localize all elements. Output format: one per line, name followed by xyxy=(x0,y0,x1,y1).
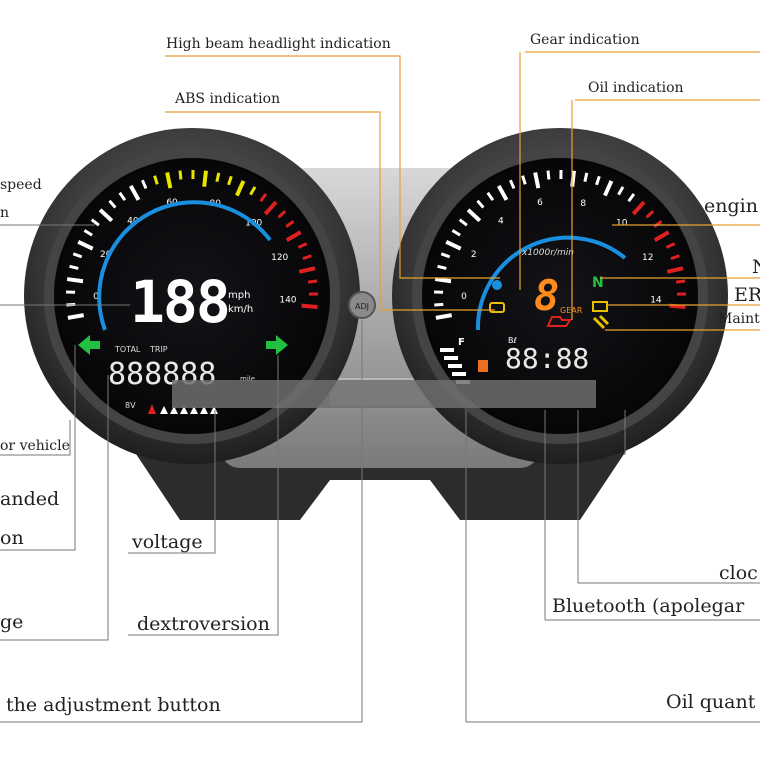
rpm-unit: x1000r/min xyxy=(521,248,574,258)
dial-tick xyxy=(435,279,451,281)
oil-label-callout: Oil indication xyxy=(588,80,684,96)
high-beam-icon xyxy=(492,280,502,290)
bluetooth-label: Bluetooth (apolegar xyxy=(552,595,744,617)
neutral-label: N xyxy=(752,256,760,278)
dial-scale-label: 140 xyxy=(279,295,296,305)
high-beam-label: High beam headlight indication xyxy=(166,36,391,52)
dial-tick xyxy=(68,315,84,318)
clock-label: cloc xyxy=(719,562,758,584)
dial-scale-label: 2 xyxy=(471,250,477,260)
dextroversion-label: dextroversion xyxy=(137,613,270,635)
dial-tick xyxy=(217,173,219,182)
dial-scale-label: 8 xyxy=(580,199,586,209)
dial-tick xyxy=(438,266,447,268)
dial-scale-label: 0 xyxy=(461,292,467,302)
obscured-bar xyxy=(172,380,596,408)
dial-tick xyxy=(585,173,587,182)
dial-tick xyxy=(548,171,549,180)
dial-scale-label: 10 xyxy=(616,218,628,228)
expanded-label-2: on xyxy=(0,527,24,549)
dial-tick xyxy=(180,171,181,180)
trip-label: TRIP xyxy=(149,345,168,354)
err-label: ER xyxy=(734,284,760,306)
dial-tick xyxy=(67,279,83,281)
expanded-label: anded xyxy=(0,488,59,510)
abs-label: ABS indication xyxy=(175,91,280,107)
gear-label-callout: Gear indication xyxy=(530,32,640,48)
dial-tick xyxy=(308,281,317,282)
fuel-full-label: F xyxy=(458,337,465,348)
dial-tick xyxy=(676,281,685,282)
dial-scale-label: 14 xyxy=(650,295,662,305)
dial-tick xyxy=(204,171,206,187)
gear-digit: 8 xyxy=(534,271,559,320)
voltage-label: 8V xyxy=(125,401,136,410)
speed-label-2: n xyxy=(0,205,9,221)
dial-tick xyxy=(670,306,686,307)
speed-readout: 188 xyxy=(130,268,229,336)
total-label: TOTAL xyxy=(114,345,141,354)
dial-tick xyxy=(434,304,443,305)
mileage-label: ge xyxy=(0,611,23,633)
gear-label: GEAR xyxy=(560,306,583,315)
dial-scale-label: 6 xyxy=(537,198,543,208)
adj-button-label: ADJ xyxy=(355,302,369,311)
dial-tick xyxy=(70,266,79,268)
dial-scale-label: 4 xyxy=(498,216,504,226)
unit-kmh: km/h xyxy=(228,304,253,315)
fuel-pump-icon xyxy=(478,360,488,372)
bluetooth-indicator: Bℓ xyxy=(508,336,517,345)
maint-label: Maint xyxy=(718,311,760,327)
clock-readout: 88:88 xyxy=(505,342,589,375)
dial-tick xyxy=(302,306,318,307)
dial-scale-label: 12 xyxy=(642,253,653,263)
voltage-label-callout: voltage xyxy=(132,531,203,553)
oil-quantity-label: Oil quant xyxy=(666,691,755,713)
dial-scale-label: 120 xyxy=(271,253,288,263)
adjust-button-label: the adjustment button xyxy=(6,694,221,716)
vehicle-label: or vehicle xyxy=(0,438,70,454)
unit-mph: mph xyxy=(228,290,250,301)
speed-label: speed xyxy=(0,177,42,193)
engine-label: engin xyxy=(704,195,758,217)
dial-tick xyxy=(436,315,452,318)
